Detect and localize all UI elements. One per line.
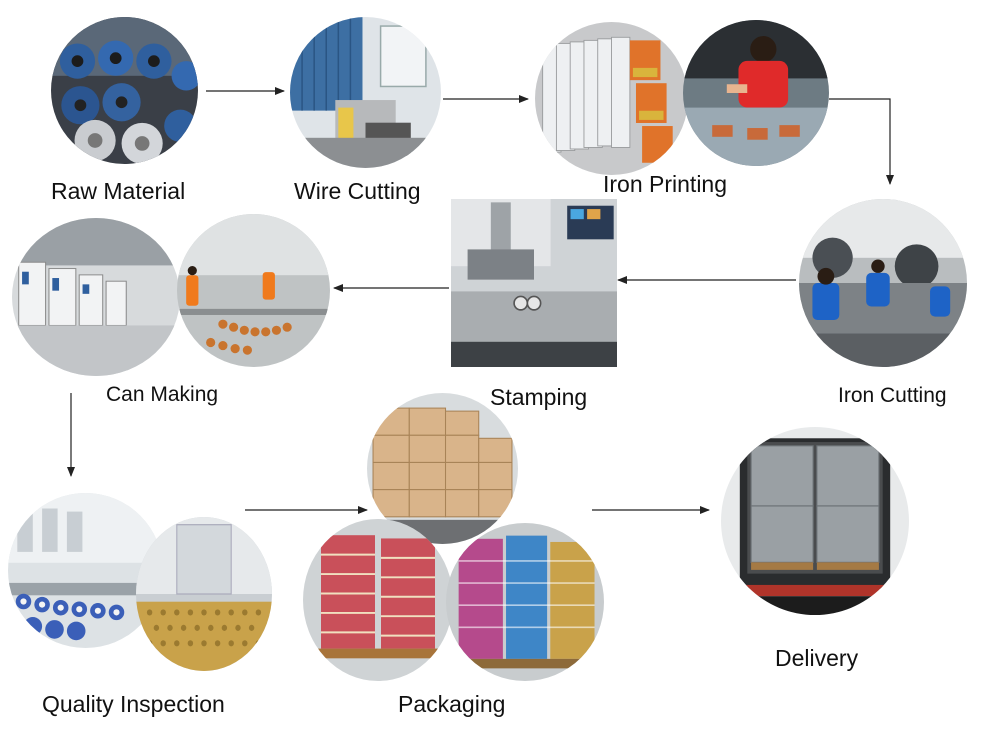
label-can-making: Can Making <box>106 383 219 406</box>
palletized-cartons-photo <box>367 393 518 544</box>
can-conveyor-inspection-photo <box>8 493 163 648</box>
arrow-printing-to-cutting <box>829 98 894 185</box>
printing-worker-photo <box>683 20 829 166</box>
label-raw-material: Raw Material <box>51 178 186 204</box>
can-conveyor-workers-photo <box>177 214 330 367</box>
label-quality-inspection: Quality Inspection <box>42 691 225 717</box>
label-wire-cutting: Wire Cutting <box>294 178 421 204</box>
label-packaging: Packaging <box>398 691 506 717</box>
loaded-truck-photo <box>721 427 909 615</box>
factory-workers-cutting-photo <box>799 199 967 367</box>
gold-cans-conveyor-photo <box>136 517 272 671</box>
label-iron-printing: Iron Printing <box>603 171 728 197</box>
label-stamping: Stamping <box>490 384 588 410</box>
wrapped-pallets-photo <box>303 519 453 681</box>
can-production-line-photo <box>12 218 180 376</box>
printed-tinplate-sheets-photo <box>535 22 688 175</box>
label-iron-cutting: Iron Cutting <box>838 384 947 407</box>
stamping-press-photo <box>451 199 617 367</box>
wire-cutting-machine-photo <box>290 17 441 168</box>
label-delivery: Delivery <box>775 645 859 671</box>
steel-coil-rolls-photo <box>51 17 198 164</box>
stacked-cans-pallets-photo <box>446 523 604 681</box>
